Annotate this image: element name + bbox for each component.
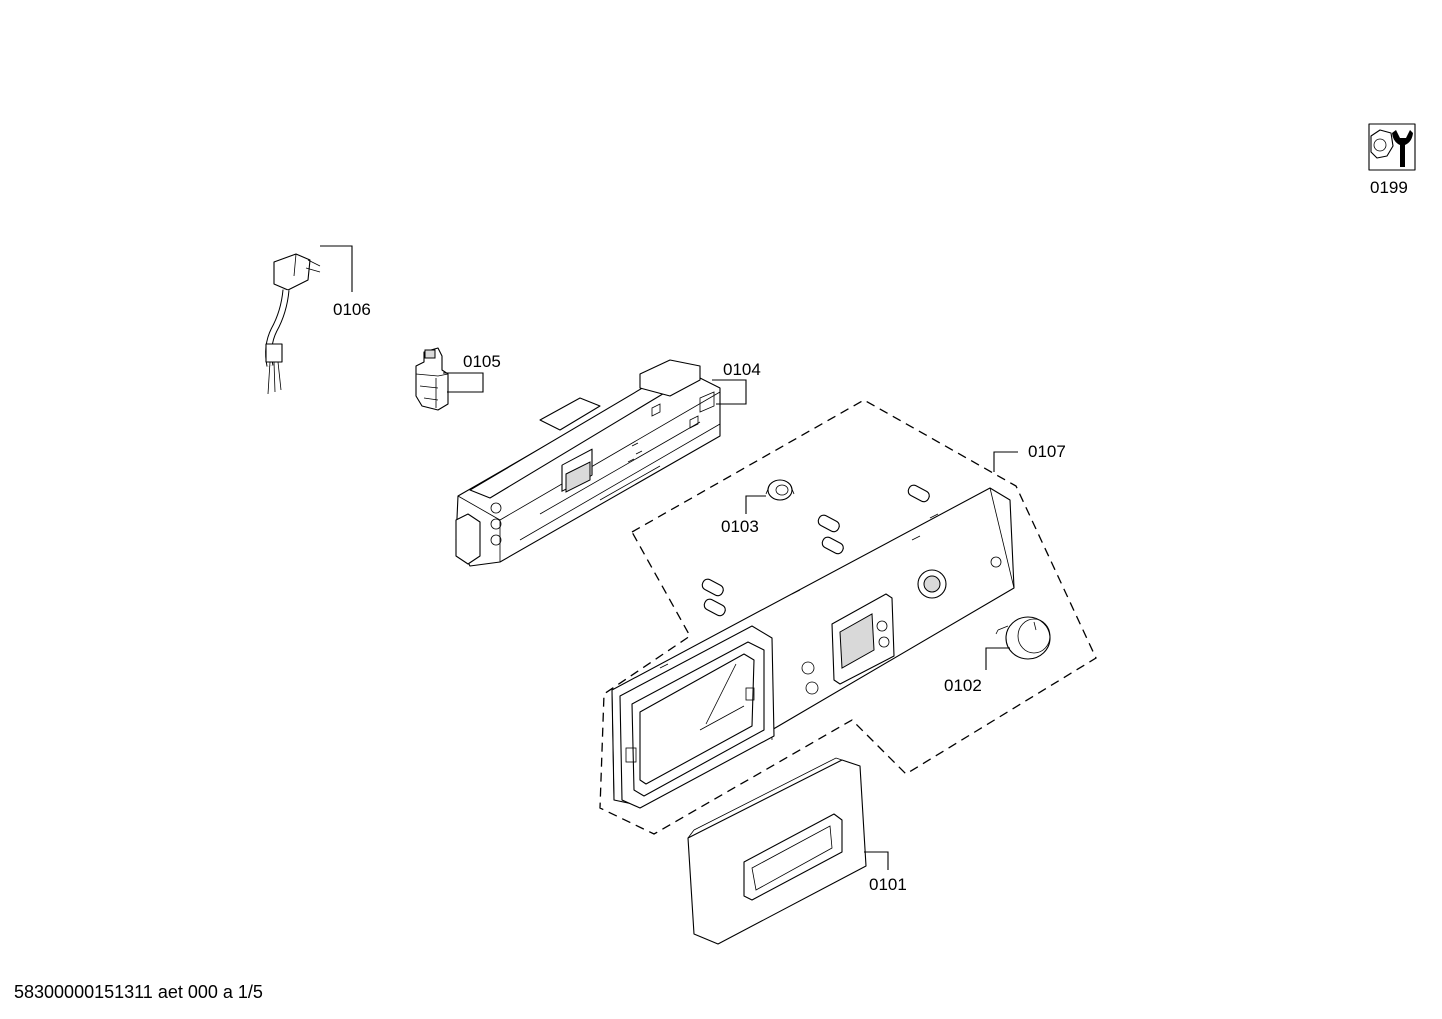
callout-0103: 0103: [721, 517, 759, 536]
control-module-part: [455, 359, 721, 567]
service-kit-icon: [1368, 123, 1416, 171]
drawer-front-part: [687, 757, 867, 945]
assembly-outline: [599, 399, 1097, 835]
callout-0105: 0105: [463, 352, 501, 371]
callout-0106: 0106: [333, 300, 371, 319]
power-cable-part: [265, 253, 321, 395]
callout-0199: 0199: [1370, 178, 1408, 197]
callout-0102: 0102: [944, 676, 982, 695]
connector-part: [415, 347, 449, 411]
wrench-icon: [1392, 130, 1413, 167]
button-plungers: [701, 484, 930, 617]
light-guide-part: [765, 479, 795, 501]
rotary-knob-part: [995, 616, 1051, 660]
document-id-footer: 58300000151311 aet 000 a 1/5: [14, 982, 263, 1002]
callout-0104: 0104: [723, 360, 761, 379]
control-panel-fascia-part: [611, 487, 1015, 809]
callout-0107: 0107: [1028, 442, 1066, 461]
callout-0101: 0101: [869, 875, 907, 894]
